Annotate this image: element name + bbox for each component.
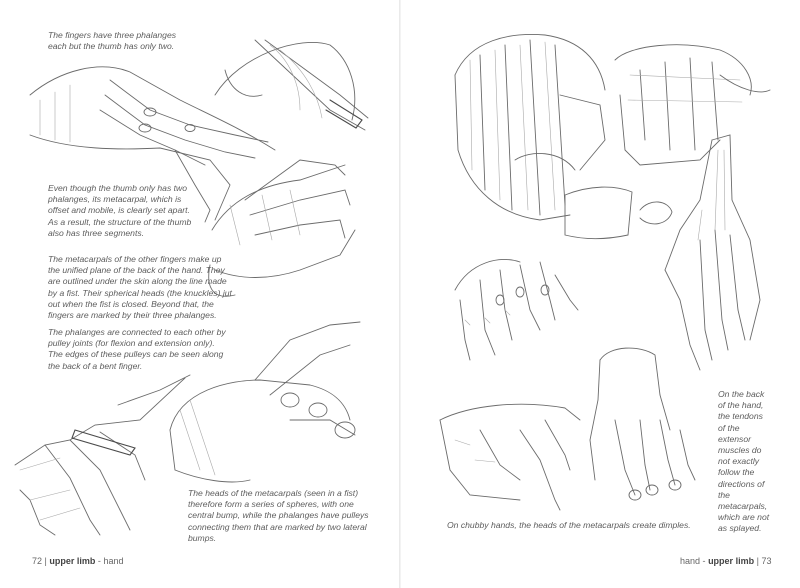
sketch-tendon-hand [664, 134, 761, 371]
right-folio: hand - upper limb | 73 [680, 556, 771, 566]
right-folio-topic: hand [680, 556, 701, 566]
sketch-fingers-top-right [614, 44, 771, 166]
sketch-finger-bones [14, 374, 191, 536]
caption-pulley-joints: The phalanges are connected to each othe… [48, 327, 226, 371]
sketch-skeletal-hand-right [454, 259, 579, 361]
left-folio-sep: | [44, 556, 47, 566]
left-page-number: 72 [32, 556, 43, 566]
caption-extensor-tendons: On the back of the hand, the tendons of … [718, 389, 770, 534]
sketch-chubby-palm [439, 403, 581, 511]
right-page [401, 0, 800, 588]
right-page-number: 73 [761, 556, 772, 566]
caption-thumb-structure: Even though the thumb only has two phala… [48, 183, 192, 238]
right-folio-section: upper limb [708, 556, 755, 566]
left-folio: 72 | upper limb - hand [32, 556, 123, 566]
left-folio-dash: - [97, 556, 101, 566]
right-folio-dash: - [702, 556, 706, 566]
caption-phalanges: The fingers have three phalanges each bu… [48, 30, 177, 52]
sketch-skeletal-hand [29, 66, 276, 223]
sketch-chubby-back-hand [589, 347, 696, 501]
sketch-chubby-fist-top [454, 34, 606, 221]
sketch-small-forms [564, 186, 673, 240]
caption-metacarpal-heads: The heads of the metacarpals (seen in a … [188, 488, 369, 543]
right-folio-sep: | [756, 556, 759, 566]
left-folio-topic: hand [103, 556, 124, 566]
sketch-open-hand [208, 159, 356, 297]
left-page [0, 0, 399, 588]
page-gutter [399, 0, 401, 588]
sketch-pointing-hand [214, 39, 369, 131]
caption-chubby-hands: On chubby hands, the heads of the metaca… [447, 520, 691, 530]
left-folio-section: upper limb [49, 556, 96, 566]
sketch-fist [169, 321, 361, 483]
caption-metacarpals: The metacarpals of the other fingers mak… [48, 254, 232, 321]
